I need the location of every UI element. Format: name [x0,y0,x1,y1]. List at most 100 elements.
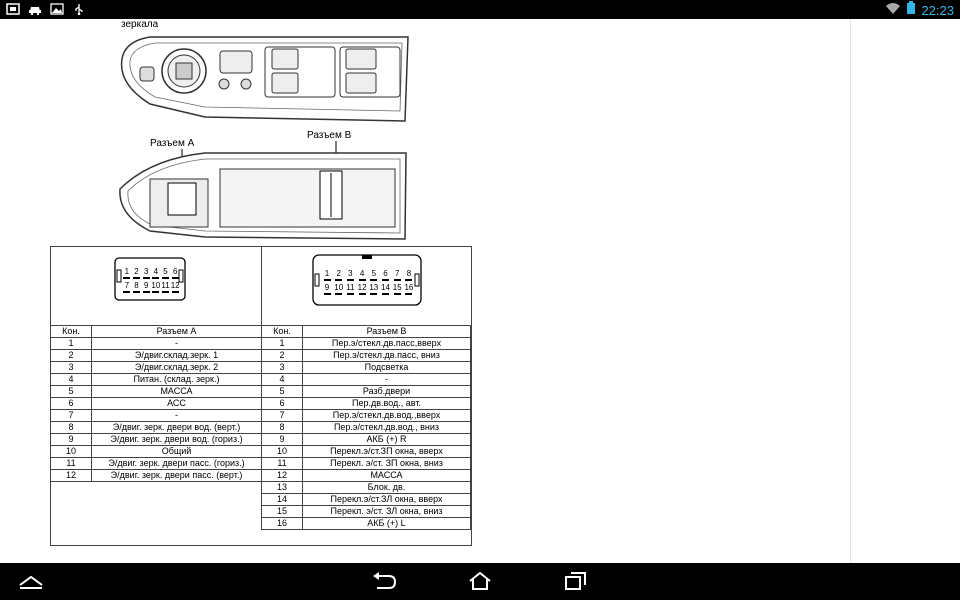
document-view[interactable]: зеркала Разъем А Разъем В [0,19,960,563]
pin-cell: 10 [261,445,303,458]
clock: 22:23 [921,2,954,18]
pin-terminal [346,293,354,295]
pin-cell: 11 [261,457,303,470]
pin-cell: 6 [261,397,303,410]
table-a-header-name: Разъем А [91,325,262,338]
pin-number: 4 [153,267,159,276]
image-icon [50,2,64,15]
pinout-divider [261,246,262,325]
switch-panel-top-drawing [120,36,409,122]
function-cell: Перекл. э/ст. ЗЛ окна, вниз [302,505,471,518]
function-cell: Э/двиг. зерк. двери вод. (гориз.) [91,433,262,446]
function-cell: Перекл. э/ст. ЗП окна, вниз [302,457,471,470]
pin-cell: 15 [261,505,303,518]
back-button[interactable] [369,569,399,593]
pin-cell: 7 [261,409,303,422]
switch-panel-bottom-drawing [119,141,407,240]
pin-terminal [152,277,160,279]
pin-terminal [370,279,378,281]
function-cell: Перекл.э/ст.ЗП окна, вверх [302,445,471,458]
pin-cell: 1 [261,337,303,350]
collapse-button[interactable] [16,569,46,593]
battery-icon [907,1,916,19]
connector-a-label: Разъем А [150,138,195,149]
pin-terminal [358,279,366,281]
table-b-header-name: Разъем В [302,325,471,338]
pin-number: 15 [392,283,402,292]
pin-number: 3 [348,269,353,278]
recent-apps-button[interactable] [561,569,591,593]
function-cell: Подсветка [302,361,471,374]
pin-cell: 9 [50,433,92,446]
pin-terminal [162,277,170,279]
pin-number: 7 [124,281,130,290]
pin-terminal [323,293,331,295]
pin-terminal [171,291,179,293]
function-cell: МАССА [91,385,262,398]
pin-number: 1 [324,269,330,278]
pin-terminal [393,293,401,295]
pin-terminal [162,291,170,293]
pin-cell: 1 [50,337,92,350]
pin-number: 13 [369,283,379,292]
pin-terminal [382,293,390,295]
pin-number: 10 [151,281,161,290]
pin-number: 7 [394,269,400,278]
home-button[interactable] [465,569,495,593]
pin-cell: 12 [261,469,303,482]
pin-number: 9 [324,283,330,292]
navigation-bar [0,563,960,600]
pin-terminal [123,291,131,293]
function-cell: Пер.э/стекл.дв.вод., вниз [302,421,471,434]
function-cell: Питан. (склад. зерк.) [91,373,262,386]
pin-cell: 10 [50,445,92,458]
pin-number: 8 [134,281,139,290]
pin-terminal [335,279,343,281]
function-cell: Э/двиг.склад.зерк. 1 [91,349,262,362]
screen-capture-icon [6,2,20,15]
pin-cell: 4 [261,373,303,386]
back-icon [373,572,397,589]
pin-terminal [358,293,366,295]
function-cell: Э/двиг.склад.зерк. 2 [91,361,262,374]
pin-terminal [405,293,413,295]
pin-cell: 2 [261,349,303,362]
pin-number: 11 [161,281,170,290]
pin-number: 11 [346,283,355,292]
connector-b-label: Разъем В [307,130,352,141]
pin-cell: 14 [261,493,303,506]
pin-cell: 8 [261,421,303,434]
recent-apps-icon [565,572,586,590]
pin-number: 12 [170,281,180,290]
pin-terminal [335,293,343,295]
car-icon [28,2,42,15]
pin-number: 2 [336,269,341,278]
pin-terminal [133,291,140,293]
connector-a-face [114,257,186,301]
chevron-up-icon [19,575,43,589]
function-cell: Э/двиг. зерк. двери пасс. (верт.) [91,469,262,482]
mirror-label: зеркала [121,19,159,30]
pin-terminal [152,291,160,293]
